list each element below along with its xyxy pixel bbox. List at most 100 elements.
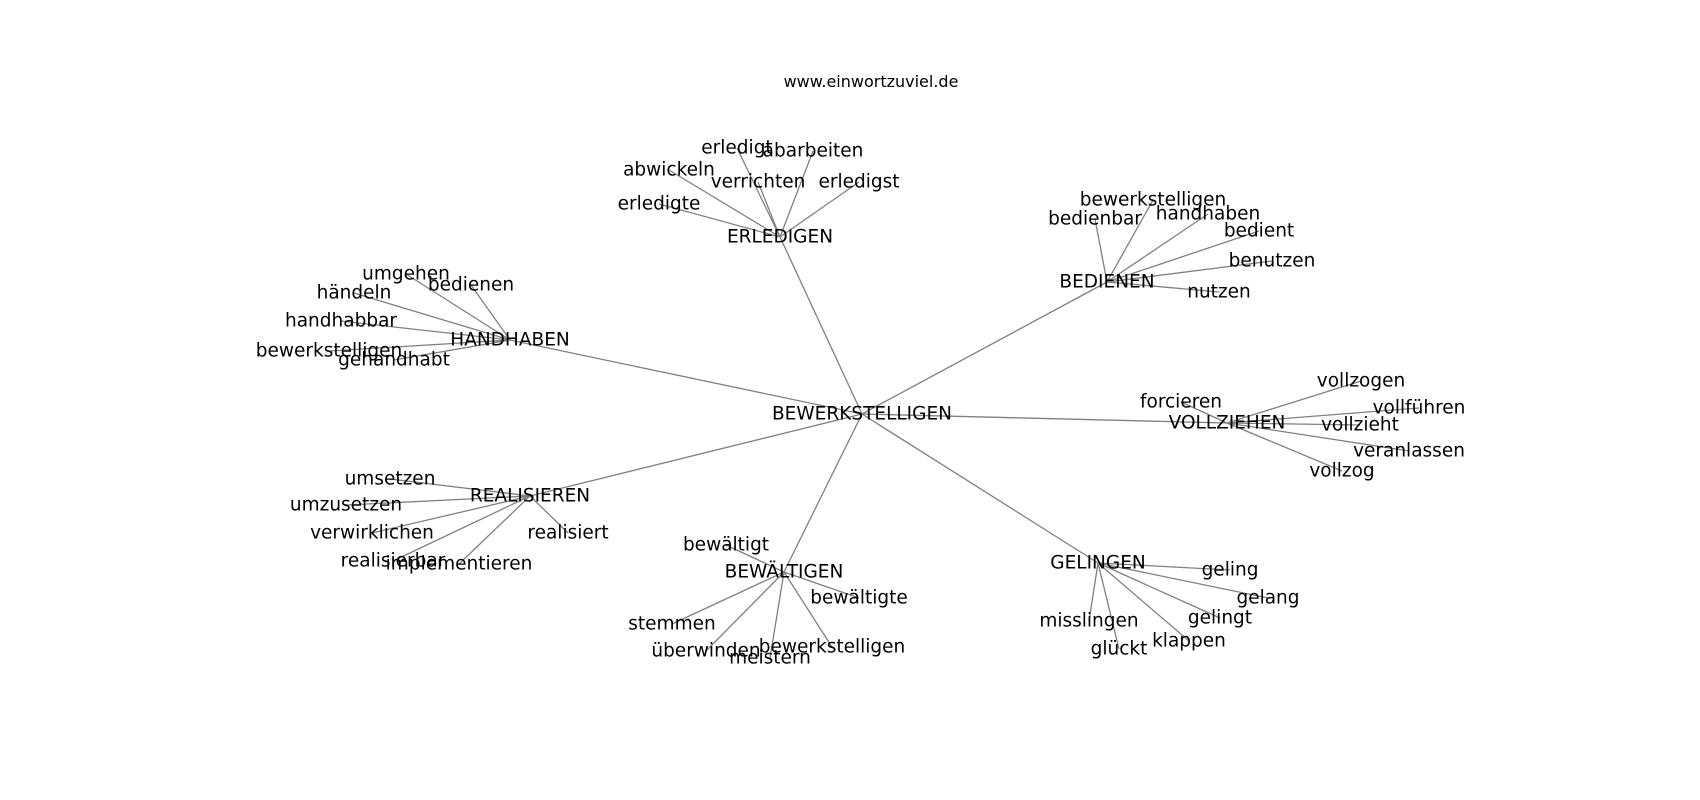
node-leaf-handhaben-bedienen: bedienen — [428, 275, 514, 296]
edge-vollziehen-veranlassen — [1226, 422, 1410, 452]
node-leaf-vollziehen-veranlassen: veranlassen — [1353, 441, 1465, 462]
node-leaf-erledigen-verrichten: verrichten — [711, 172, 806, 193]
edge-realisieren-umsetzen — [389, 478, 531, 497]
node-leaf-bedienen-benutzen: benutzen — [1229, 251, 1316, 272]
node-leaf-bedienen-bedienbar: bedienbar — [1048, 209, 1142, 230]
edge-vollziehen-vollzog — [1226, 422, 1343, 472]
edge-bedienen-bedienbar — [1094, 218, 1108, 283]
node-hub-gelingen: GELINGEN — [1050, 553, 1146, 574]
node-leaf-realisieren-umzusetzen: umzusetzen — [290, 495, 402, 516]
edge-vollziehen-forcieren — [1180, 401, 1228, 424]
edge-erledigen-abwickeln — [668, 169, 781, 238]
edge-gelingen-glueckt — [1097, 562, 1120, 650]
edge-gelingen-klappen — [1097, 562, 1190, 642]
node-leaf-gelingen-geling: geling — [1202, 560, 1259, 581]
node-leaf-handhaben-gehandhabt: gehandhabt — [338, 350, 450, 371]
edge-vollziehen-vollfuehren — [1226, 407, 1420, 424]
edge-root-bedienen — [861, 281, 1108, 415]
edge-bewaeltigen-bewaeltigte — [783, 571, 860, 599]
edge-root-erledigen — [779, 236, 863, 415]
node-hub-realisieren: REALISIEREN — [470, 486, 590, 507]
edge-gelingen-geling — [1097, 562, 1231, 571]
edge-erledigen-erledigte — [658, 203, 781, 238]
node-hub-erledigen: ERLEDIGEN — [727, 227, 833, 248]
edge-realisieren-realisierbar — [392, 495, 531, 562]
edge-handhaben-haendeln — [353, 292, 511, 341]
node-leaf-bewaeltigen-ueberwinden: überwinden — [651, 641, 760, 662]
edge-handhaben-gehandhabt — [393, 339, 511, 361]
node-leaf-gelingen-klappen: klappen — [1152, 631, 1226, 652]
edge-root-realisieren — [529, 413, 863, 497]
label-layer: BEWERKSTELLIGEN ERLEDIGEN erledigtabarbeit… — [256, 138, 1466, 669]
edge-erledigen-verrichten — [757, 181, 781, 238]
node-leaf-bedienen-bewerkstelligen: bewerkstelligen — [1080, 190, 1227, 211]
edge-vollziehen-vollzieht — [1226, 422, 1361, 426]
edge-bedienen-benutzen — [1106, 260, 1273, 283]
node-leaf-bedienen-bedient: bedient — [1224, 221, 1294, 242]
node-leaf-handhaben-umgehen: umgehen — [362, 264, 450, 285]
node-leaf-gelingen-gelang: gelang — [1236, 588, 1299, 609]
edge-realisieren-implementieren — [458, 495, 531, 565]
edge-erledigen-erledigst — [779, 181, 860, 238]
node-leaf-bewaeltigen-bewaeltigt: bewältigt — [683, 535, 769, 556]
node-leaf-realisieren-verwirklichen: verwirklichen — [310, 523, 434, 544]
edge-bedienen-bewerkstelligen — [1106, 199, 1154, 283]
node-leaf-vollziehen-vollzieht: vollzieht — [1321, 415, 1399, 436]
edge-bedienen-handhaben — [1106, 213, 1209, 283]
node-hub-bewaeltigen: BEWÄLTIGEN — [725, 562, 844, 583]
edge-gelingen-gelang — [1097, 562, 1269, 599]
edge-bewaeltigen-bewaeltigt — [725, 544, 785, 573]
node-leaf-gelingen-misslingen: misslingen — [1039, 611, 1138, 632]
node-leaf-vollziehen-vollfuehren: vollführen — [1373, 398, 1466, 419]
node-leaf-erledigen-abarbeiten: abarbeiten — [763, 141, 864, 162]
edge-gelingen-misslingen — [1088, 562, 1099, 622]
edge-root-bewaeltigen — [783, 413, 863, 573]
edge-bedienen-nutzen — [1106, 281, 1220, 293]
node-leaf-handhaben-haendeln: händeln — [317, 283, 392, 304]
edge-handhaben-handhabbar — [340, 320, 511, 341]
node-leaf-handhaben-bewerkstelligen: bewerkstelligen — [256, 341, 403, 362]
edge-bewaeltigen-meistern — [769, 571, 785, 659]
edge-root-gelingen — [861, 413, 1099, 564]
node-leaf-erledigen-abwickeln: abwickeln — [623, 160, 715, 181]
node-leaf-bewaeltigen-bewaeltigte: bewältigte — [810, 588, 908, 609]
node-leaf-bedienen-nutzen: nutzen — [1187, 282, 1251, 303]
edge-bewaeltigen-stemmen — [671, 571, 785, 625]
node-leaf-handhaben-handhabbar: handhabbar — [285, 311, 397, 332]
node-leaf-erledigen-erledigst: erledigst — [818, 172, 899, 193]
node-leaf-erledigen-erledigt: erledigt — [701, 138, 772, 159]
node-leaf-vollziehen-vollzog: vollzog — [1309, 461, 1374, 482]
edge-bewaeltigen-bewerkstelligen — [783, 571, 833, 648]
edge-gelingen-gelingt — [1097, 562, 1221, 619]
edge-handhaben-bewerkstelligen — [328, 339, 511, 352]
node-hub-vollziehen: VOLLZIEHEN — [1169, 413, 1286, 434]
edge-realisieren-verwirklichen — [371, 495, 531, 534]
edge-bewaeltigen-ueberwinden — [705, 571, 785, 652]
edge-realisieren-umzusetzen — [345, 495, 531, 506]
edge-layer — [328, 147, 1420, 659]
edge-vollziehen-vollzogen — [1226, 380, 1362, 424]
node-leaf-gelingen-glueckt: glückt — [1091, 639, 1148, 660]
node-leaf-realisieren-implementieren: implementieren — [386, 554, 533, 575]
edge-root-handhaben — [509, 339, 863, 415]
node-leaf-realisieren-realisierbar: realisierbar — [341, 551, 446, 572]
node-leaf-vollziehen-forcieren: forcieren — [1140, 392, 1222, 413]
edge-handhaben-bedienen — [470, 284, 511, 341]
node-hub-handhaben: HANDHABEN — [450, 330, 569, 351]
edge-bedienen-bedient — [1106, 230, 1260, 283]
edge-erledigen-erledigt — [736, 147, 781, 238]
node-leaf-vollziehen-vollzogen: vollzogen — [1317, 371, 1405, 392]
node-leaf-gelingen-gelingt: gelingt — [1188, 608, 1252, 629]
node-leaf-bewaeltigen-bewerkstelligen: bewerkstelligen — [759, 637, 906, 658]
node-hub-bedienen: BEDIENEN — [1059, 272, 1154, 293]
edge-handhaben-umgehen — [405, 273, 511, 341]
site-caption: www.einwortzuviel.de — [784, 72, 959, 91]
node-root-bewerkstelligen: BEWERKSTELLIGEN — [772, 404, 952, 425]
node-leaf-bedienen-handhaben: handhaben — [1156, 204, 1260, 225]
node-leaf-realisieren-umsetzen: umsetzen — [345, 469, 436, 490]
node-leaf-bewaeltigen-stemmen: stemmen — [628, 614, 715, 635]
edge-erledigen-abarbeiten — [779, 150, 814, 238]
edge-root-vollziehen — [861, 413, 1228, 424]
node-leaf-erledigen-erledigte: erledigte — [618, 194, 701, 215]
